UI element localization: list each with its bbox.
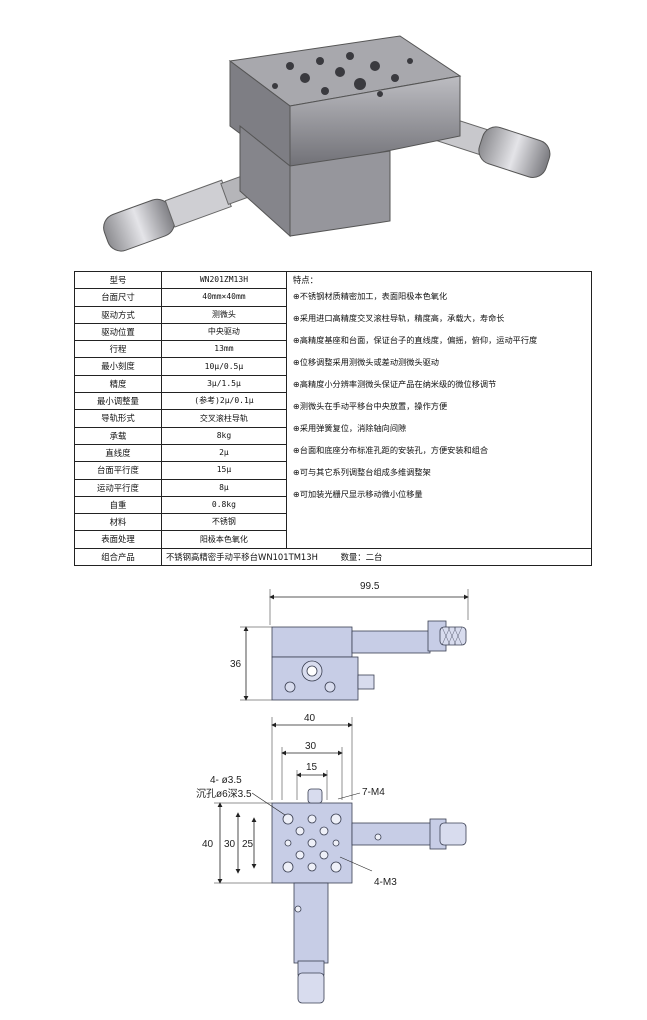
dim-40-v: 40 xyxy=(202,839,214,850)
dim-30-h: 30 xyxy=(305,741,317,752)
combo-qty: 数量：二台 xyxy=(340,551,383,562)
spec-label: 型号 xyxy=(74,270,162,290)
spec-label: 驱动方式 xyxy=(74,305,162,324)
spec-value: 8kg xyxy=(160,426,287,445)
spec-value: WN201ZM13H xyxy=(160,270,287,290)
spec-value: 15μ xyxy=(160,461,287,480)
combo-row: 组合产品 不锈钢高精密手动平移台WN101TM13H 数量：二台 xyxy=(74,547,593,567)
feature-item: ⊕位移调整采用测微头或差动测微头驱动 xyxy=(292,357,439,368)
spec-value: 阳极本色氧化 xyxy=(160,530,287,549)
spec-label: 表面处理 xyxy=(74,530,162,549)
combo-value-cell: 不锈钢高精密手动平移台WN101TM13H 数量：二台 xyxy=(160,547,593,567)
spec-label: 材料 xyxy=(74,513,162,532)
dim-15: 15 xyxy=(306,762,318,773)
features-cell: 特点： ⊕不锈钢材质精密加工，表面阳极本色氧化 ⊕采用进口高精度交叉滚柱导轨，精… xyxy=(285,271,593,549)
spec-value: 40mm×40mm xyxy=(160,288,287,307)
spec-value: 测微头 xyxy=(160,305,287,324)
spec-value: 中央驱动 xyxy=(160,322,287,342)
feature-item: ⊕采用弹簧复位，消除轴向间隙 xyxy=(292,423,407,434)
dim-25-v: 25 xyxy=(242,839,254,850)
spec-label: 运动平行度 xyxy=(74,478,162,497)
spec-label: 台面平行度 xyxy=(74,461,162,480)
feature-item: ⊕高精度小分辨率测微头保证产品在纳米级的微位移调节 xyxy=(292,379,497,390)
side-view: 99.5 36 xyxy=(230,581,469,701)
table-row: 驱动位置中央驱动 xyxy=(74,322,592,342)
technical-drawing: 99.5 36 40 30 15 40 xyxy=(196,581,469,1004)
dim-30-v: 30 xyxy=(224,839,236,850)
spec-value: 0.8kg xyxy=(160,495,287,515)
spec-value: 交叉滚柱导轨 xyxy=(160,409,287,428)
feature-item: ⊕可加装光栅尺显示移动微小位移量 xyxy=(292,489,423,500)
spec-value: 2μ xyxy=(160,443,287,463)
callout-m4: 7-M4 xyxy=(362,787,385,798)
feature-item: ⊕不锈钢材质精密加工，表面阳极本色氧化 xyxy=(292,291,448,302)
callout-holes: 4- ø3.5 xyxy=(210,775,242,786)
spec-value: 不锈钢 xyxy=(160,513,287,532)
table-row: 型号 WN201ZM13H 特点： ⊕不锈钢材质精密加工，表面阳极本色氧化 ⊕采… xyxy=(74,270,593,549)
spec-label: 行程 xyxy=(74,340,162,359)
spec-label: 驱动位置 xyxy=(74,322,162,342)
features-title: 特点： xyxy=(292,275,319,285)
dim-width-total: 99.5 xyxy=(360,581,380,592)
spec-label: 最小调整量 xyxy=(74,392,162,411)
spec-value: 8μ xyxy=(160,478,287,497)
feature-item: ⊕高精度基座和台面，保证台子的直线度，偏摇，俯仰，运动平行度 xyxy=(292,335,538,346)
spec-value: 13mm xyxy=(160,340,287,359)
combo-product: 不锈钢高精密手动平移台WN101TM13H xyxy=(165,551,318,562)
spec-label: 导轨形式 xyxy=(74,409,162,428)
spec-table: 型号 WN201ZM13H 特点： ⊕不锈钢材质精密加工，表面阳极本色氧化 ⊕采… xyxy=(74,270,593,567)
feature-item: ⊕采用进口高精度交叉滚柱导轨，精度高，承载大，寿命长 xyxy=(292,313,505,324)
top-view: 40 30 15 40 30 25 xyxy=(196,713,467,1004)
product-photo xyxy=(103,35,551,252)
spec-label: 台面尺寸 xyxy=(74,288,162,307)
feature-item: ⊕测微头在手动平移台中央放置，操作方便 xyxy=(292,401,448,412)
combo-label: 组合产品 xyxy=(74,547,162,567)
feature-item: ⊕可与其它系列调整台组成多维调整架 xyxy=(292,467,431,478)
spec-value: 10μ/0.5μ xyxy=(160,357,287,376)
spec-label: 精度 xyxy=(74,374,162,394)
spec-label: 自重 xyxy=(74,495,162,515)
spec-value: (参考)2μ/0.1μ xyxy=(160,392,287,411)
dim-top-width: 40 xyxy=(304,713,316,724)
callout-counterbore: 沉孔ø6深3.5 xyxy=(196,787,252,800)
table-row: 最小调整量(参考)2μ/0.1μ xyxy=(74,392,592,411)
spec-label: 直线度 xyxy=(74,443,162,463)
feature-item: ⊕台面和底座分布标准孔距的安装孔，方便安装和组合 xyxy=(292,445,489,456)
spec-label: 承载 xyxy=(74,426,162,445)
spec-label: 最小刻度 xyxy=(74,357,162,376)
callout-m3: 4-M3 xyxy=(374,877,397,888)
spec-value: 3μ/1.5μ xyxy=(160,374,287,394)
dim-height-side: 36 xyxy=(230,659,242,670)
